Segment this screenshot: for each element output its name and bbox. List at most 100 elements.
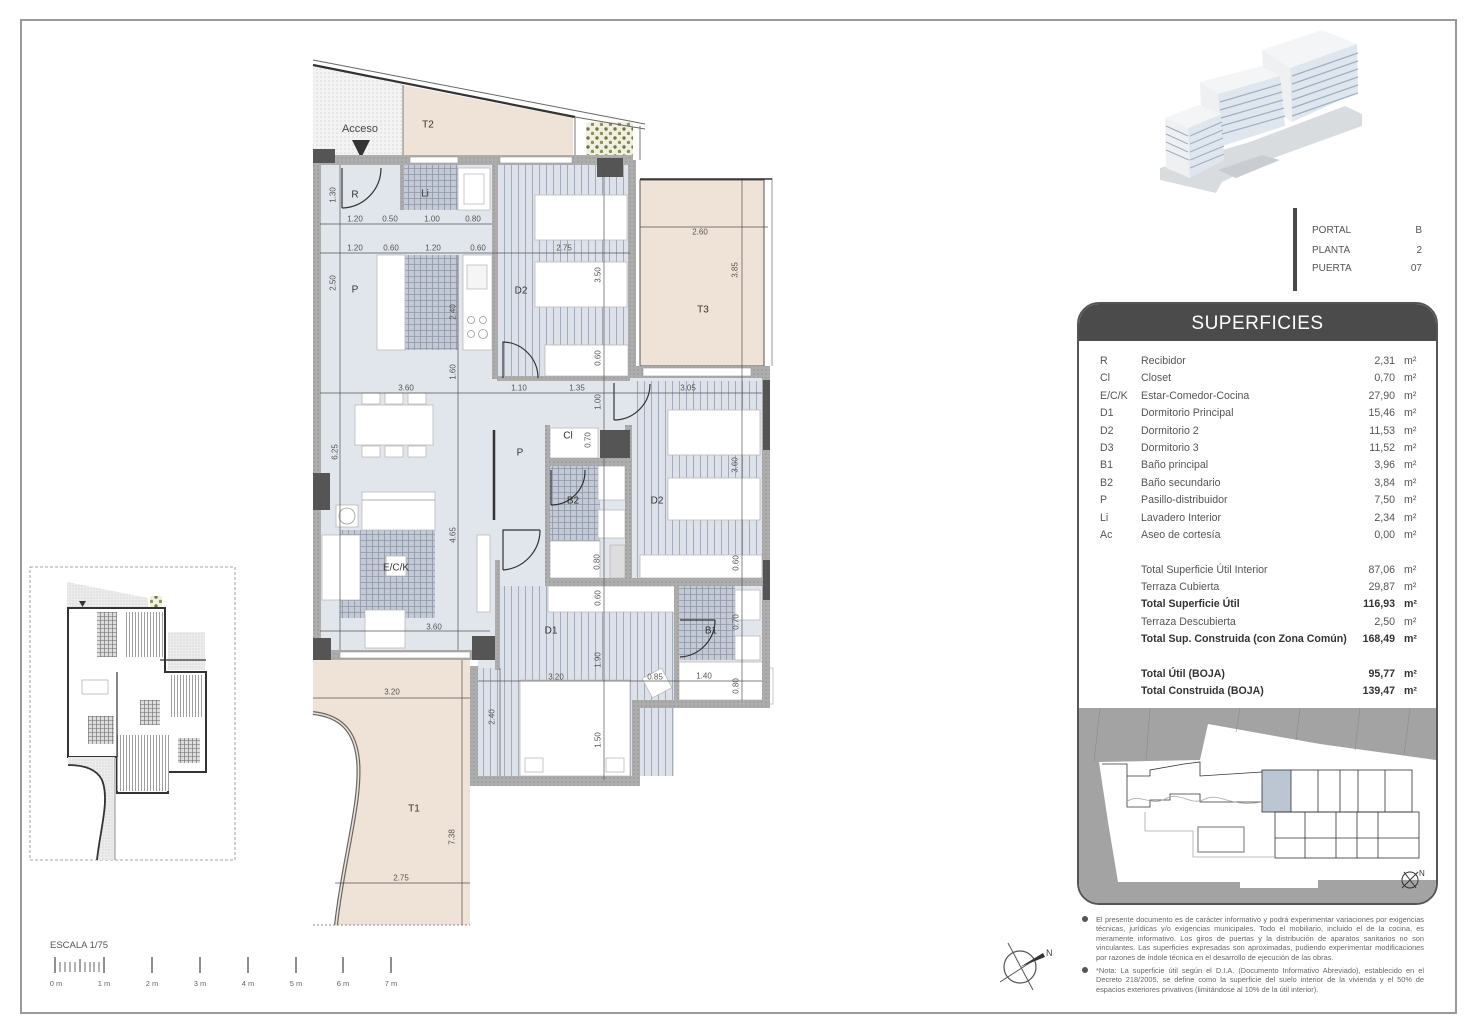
disclaimer-notes: El presente documento es de carácter inf…	[1082, 915, 1424, 998]
bullet-icon	[1082, 916, 1088, 922]
dim-label: 2.50	[329, 275, 338, 291]
area-value: 3,84	[1374, 476, 1395, 489]
north-compass-icon	[999, 942, 1045, 991]
compass-north-label: N	[1046, 948, 1053, 958]
access-zone	[312, 59, 646, 160]
planter	[586, 122, 633, 155]
dim-label: 3.20	[384, 688, 400, 697]
area-value: 11,53	[1369, 424, 1395, 437]
total-unit: m²	[1404, 668, 1417, 681]
area-unit: m²	[1404, 389, 1417, 402]
area-unit: m²	[1404, 441, 1417, 454]
dim-label: 1.00	[594, 394, 603, 410]
room-label-p-top: P	[352, 285, 359, 296]
area-value: 2,31	[1374, 355, 1395, 367]
structural-columns	[313, 149, 770, 660]
total-value: 29,87	[1368, 581, 1395, 594]
area-code: Li	[1100, 511, 1109, 524]
dim-label: 1.20	[347, 244, 363, 253]
room-label-d1: D1	[545, 626, 558, 637]
note-text: El presente documento es de carácter inf…	[1096, 915, 1424, 962]
total-name: Terraza Cubierta	[1141, 581, 1220, 594]
area-unit: m²	[1404, 372, 1417, 385]
total-value: 2,50	[1374, 615, 1395, 628]
total-value: 139,47	[1362, 685, 1395, 698]
area-code: Ac	[1100, 528, 1113, 541]
dim-label: 1.30	[329, 187, 338, 203]
sheet-frame	[20, 19, 1457, 1014]
dim-label: 2.75	[556, 244, 572, 253]
scale-label: 0 m	[50, 979, 63, 988]
kitchen-floor	[405, 255, 458, 350]
terrace-t2	[403, 85, 573, 157]
dim-label: 3.60	[398, 384, 414, 393]
area-unit: m²	[1404, 407, 1417, 420]
site-compass-north-label: N	[1419, 869, 1425, 878]
area-unit: m²	[1404, 424, 1417, 437]
dim-label: 1.00	[424, 215, 440, 224]
dimension-labels: 1.30 1.20 0.50 1.00 0.80 1.20 0.60 1.20 …	[329, 187, 741, 883]
total-name: Total Construida (BOJA)	[1141, 685, 1264, 698]
dim-label: 0.70	[732, 614, 741, 630]
dim-label: 1.90	[594, 652, 603, 668]
room-label-b2: B2	[567, 496, 580, 507]
dim-label: 0.80	[593, 554, 602, 570]
dim-label: 0.70	[584, 432, 593, 448]
dim-label: 3.20	[548, 673, 564, 682]
area-code: R	[1100, 355, 1108, 367]
dim-label: 1.60	[449, 364, 458, 380]
spacer	[1079, 649, 1436, 666]
info-puerta-label: PUERTA	[1312, 263, 1352, 274]
area-code: B1	[1100, 459, 1113, 472]
dim-label: 0.80	[465, 215, 481, 224]
area-unit: m²	[1404, 511, 1417, 524]
dim-label: 7.38	[448, 829, 457, 845]
scale-label: 2 m	[146, 979, 159, 988]
dim-label: 1.20	[425, 244, 441, 253]
area-unit: m²	[1404, 494, 1417, 507]
area-code: E/C/K	[1100, 389, 1128, 402]
area-name: Dormitorio 2	[1141, 424, 1199, 437]
area-name: Dormitorio 3	[1141, 441, 1199, 454]
scale-label: 3 m	[194, 979, 207, 988]
area-code: P	[1100, 494, 1108, 507]
info-puerta: PUERTA 07	[1312, 262, 1422, 276]
dim-label: 3.60	[426, 623, 442, 632]
area-name: Estar-Comedor-Cocina	[1141, 389, 1250, 402]
total-value: 168,49	[1362, 633, 1395, 646]
area-unit: m²	[1404, 459, 1417, 472]
superficies-title: SUPERFICIES	[1079, 304, 1436, 341]
dim-label: 3.85	[731, 262, 740, 278]
area-name: Lavadero Interior	[1141, 511, 1222, 524]
room-label-t1: T1	[408, 804, 420, 815]
dim-label: 1.20	[347, 215, 363, 224]
info-planta: PLANTA 2	[1312, 244, 1422, 258]
room-label-t3: T3	[697, 305, 709, 316]
room-label-eck: E/C/K	[383, 563, 409, 574]
area-value: 0,70	[1374, 372, 1395, 385]
total-unit: m²	[1404, 563, 1417, 576]
area-name: Baño principal	[1141, 459, 1209, 472]
dim-label: 1.10	[511, 384, 527, 393]
area-code: B2	[1100, 476, 1113, 489]
area-unit: m²	[1404, 476, 1417, 489]
total-name: Terraza Descubierta	[1141, 615, 1236, 628]
total-row: Terraza Descubierta 2,50 m²	[1079, 614, 1436, 631]
terrace-t3	[639, 179, 765, 367]
bath-b2-floor	[550, 466, 600, 541]
note-text: *Nota: La superficie útil según el D.I.A…	[1096, 966, 1424, 994]
area-value: 27,90	[1368, 389, 1395, 402]
dim-label: 0.60	[594, 350, 603, 366]
laundry-floor	[404, 165, 458, 210]
total-row: Total Sup. Construida (con Zona Común)16…	[1079, 631, 1436, 648]
area-value: 15,46	[1368, 407, 1395, 420]
key-plan-thumbnail	[29, 566, 236, 861]
total-unit: m²	[1404, 615, 1417, 628]
total-unit: m²	[1404, 633, 1417, 646]
